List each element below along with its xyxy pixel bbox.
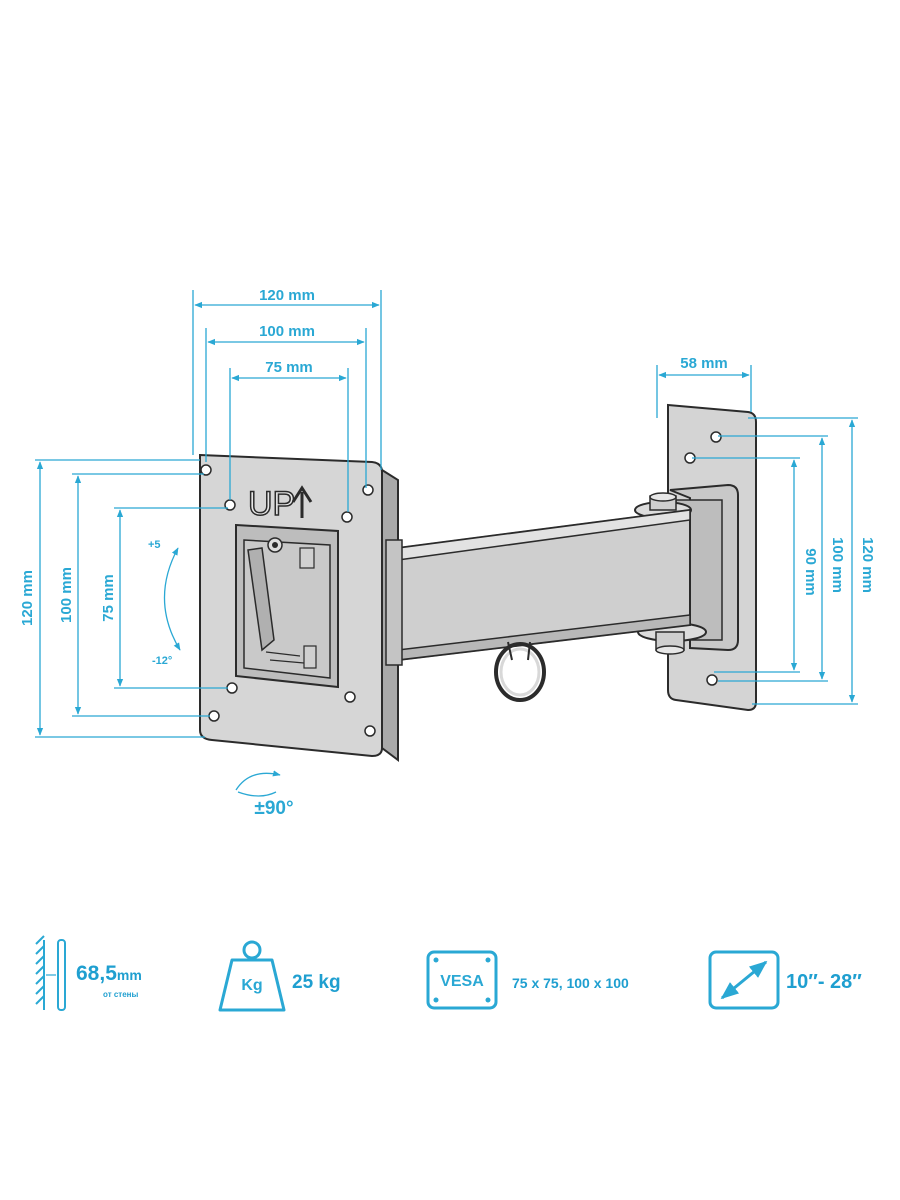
dim-plate-width-120: 120 mm: [259, 287, 315, 304]
tilt-down-label: -12°: [152, 655, 172, 667]
weight-icon-label: Kg: [241, 977, 262, 994]
plate-hole: [362, 484, 374, 496]
arm: [397, 508, 691, 702]
plate-hole: [208, 710, 220, 722]
up-arrow-icon: [291, 485, 313, 518]
dim-wall-plate-height-120: 120 mm: [859, 537, 876, 593]
wall-plate-hole: [710, 431, 722, 443]
wall-plate-hole: [706, 674, 718, 686]
plate-up-label: UP: [248, 485, 295, 523]
dim-plate-width-75: 75 mm: [265, 359, 313, 376]
dimension-lines: [35, 290, 858, 797]
plate-hole: [341, 511, 353, 523]
dim-wall-plate-height-100: 100 mm: [829, 537, 846, 593]
dimension-labels: 120 mm 100 mm 75 mm 120 mm 100 mm 75 mm …: [19, 287, 876, 819]
monitor-plate: UP: [199, 453, 403, 762]
vesa-icon-label: VESA: [440, 973, 484, 990]
rotation-label: ±90°: [254, 798, 293, 819]
vesa-value: 75 x 75, 100 x 100: [512, 975, 629, 991]
wall-distance-value: 68,5mm: [76, 962, 142, 986]
plate-hole: [226, 682, 238, 694]
wall-distance-unit: mm: [116, 967, 142, 983]
wall-distance-note: от стены: [103, 990, 139, 999]
weight-icon: Kg: [218, 940, 286, 1012]
weight-value: 25 kg: [292, 972, 341, 993]
wall-distance-icon: [35, 935, 66, 1011]
dim-wall-plate-height-90: 90 mm: [802, 548, 819, 596]
dim-plate-height-120: 120 mm: [19, 570, 36, 626]
cable-ring: [494, 642, 546, 702]
dim-plate-height-75: 75 mm: [100, 574, 117, 622]
dim-wall-plate-width-58: 58 mm: [680, 355, 728, 372]
plate-hole: [200, 464, 212, 476]
screen-size-icon: [708, 950, 780, 1010]
dim-plate-height-100: 100 mm: [58, 567, 75, 623]
tilt-up-label: +5: [148, 539, 161, 551]
dim-plate-width-100: 100 mm: [259, 323, 315, 340]
screen-size-value: 10″- 28″: [786, 971, 862, 993]
plate-hole: [364, 725, 376, 737]
plate-hole: [344, 691, 356, 703]
wall-distance-number: 68,5: [76, 962, 117, 985]
vesa-icon: VESA: [426, 950, 498, 1010]
